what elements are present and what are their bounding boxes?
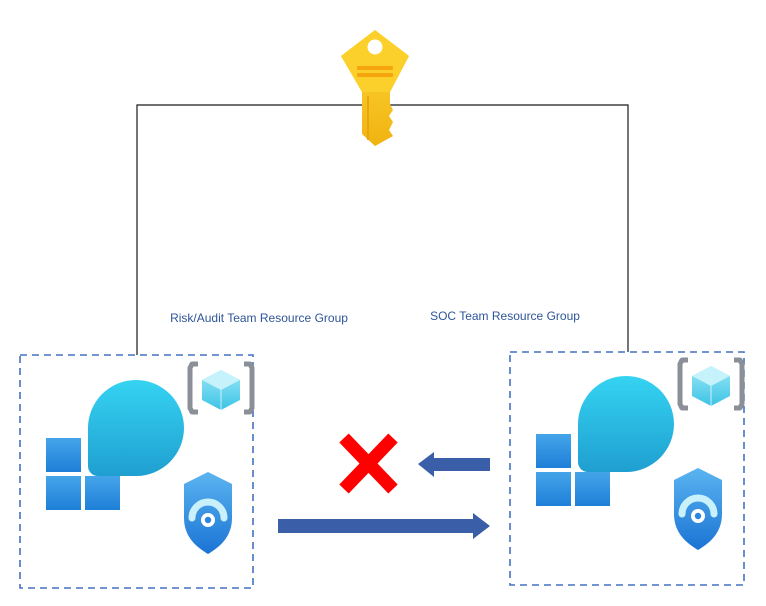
key-vault-key-icon xyxy=(341,30,409,146)
soc-group-label: SOC Team Resource Group xyxy=(430,309,580,323)
risk-audit-group-label: Risk/Audit Team Resource Group xyxy=(170,311,348,325)
red-x-icon xyxy=(339,433,398,494)
arrow-right-icon xyxy=(278,513,490,539)
arrow-left-icon xyxy=(418,452,490,477)
